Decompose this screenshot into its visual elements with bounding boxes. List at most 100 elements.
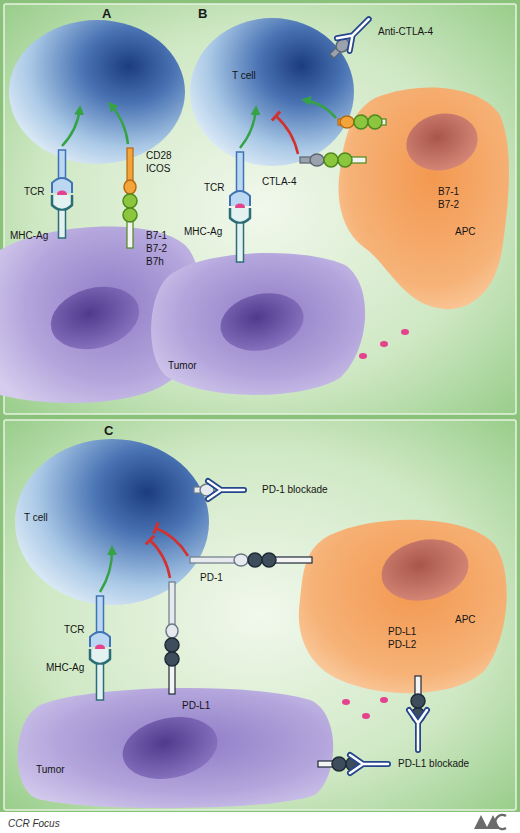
mhc-stem — [237, 223, 244, 262]
pdl1-antibody — [318, 755, 388, 773]
cell-body — [190, 18, 354, 166]
molecule-label: PD-L2 — [388, 639, 416, 651]
mhc-head — [90, 649, 110, 664]
receptor-stem — [190, 557, 238, 563]
ligand-stem — [318, 761, 333, 767]
antibody-core — [409, 710, 427, 750]
antibody-outline — [350, 755, 388, 773]
cell-label: Tumor — [36, 764, 65, 776]
antibody-core — [337, 13, 375, 51]
ligand-domain — [338, 153, 352, 167]
tumor-cell: Tumor — [144, 244, 374, 404]
receptor-head — [234, 554, 248, 566]
cell-shape — [338, 88, 509, 310]
ligand-domain — [165, 638, 179, 652]
molecule-label: PD-L1 — [388, 626, 416, 638]
tumor-cell: Tumor — [10, 682, 340, 812]
molecule-label: B7-1 — [438, 186, 459, 198]
receptor-head — [340, 116, 354, 128]
activation-arrow — [100, 548, 112, 592]
tcr-stem — [59, 150, 66, 180]
t-cell — [9, 20, 185, 164]
cell-shape — [299, 520, 507, 693]
molecule-label: PD-1 blockade — [262, 484, 328, 496]
cell-outline — [188, 16, 356, 168]
ctla4-antibody — [326, 13, 375, 62]
antigen-dot — [342, 699, 350, 705]
inhibition-bar — [146, 536, 154, 545]
molecule-label: B7-2 — [438, 199, 459, 211]
background — [0, 0, 520, 812]
inhibition-arrow — [150, 540, 170, 578]
molecule-label: PD-L1 — [182, 700, 210, 712]
pd1-antibody — [194, 481, 244, 499]
tcr-stem — [237, 152, 244, 193]
panel-letter: C — [104, 423, 113, 438]
ligand-stem — [415, 676, 421, 695]
molecule-label: ICOS — [146, 163, 170, 175]
tcr-mhc-pair — [90, 596, 110, 700]
ligand-stem — [274, 557, 312, 563]
antibody — [208, 481, 244, 499]
antigen-dot — [362, 713, 370, 719]
cell-outline — [10, 682, 340, 812]
molecule-label: MHC-Ag — [10, 230, 48, 242]
molecule-label: B7-2 — [146, 243, 167, 255]
footer-band — [0, 812, 520, 833]
ligand-domain — [411, 694, 425, 708]
inhibition-bar — [272, 112, 280, 121]
molecule-label: MHC-Ag — [184, 226, 222, 238]
cell-shape — [190, 18, 354, 166]
antigen-dot — [380, 341, 388, 347]
logo-mark — [495, 815, 506, 829]
ligand-domain — [248, 553, 262, 567]
antibody — [337, 13, 375, 51]
nucleus — [117, 709, 223, 788]
pd1-pdl1-pair — [190, 553, 312, 567]
antigen-dot — [380, 697, 388, 703]
nucleus — [215, 286, 309, 358]
ligand-domain — [123, 194, 137, 208]
ligand-domain — [332, 757, 346, 771]
ligand-stem — [127, 220, 133, 248]
receptor-stem — [127, 148, 133, 184]
antibody-outline — [208, 481, 244, 499]
molecule-label: CTLA-4 — [262, 176, 296, 188]
nucleus — [376, 532, 475, 609]
molecule-label: Anti-CTLA-4 — [378, 26, 433, 38]
antibody — [409, 710, 427, 750]
molecule-label: MHC-Ag — [46, 662, 84, 674]
receptor-head — [124, 180, 136, 194]
mhc-stem — [97, 664, 104, 700]
cell-body — [151, 253, 365, 395]
tcr-mhc-pair — [52, 150, 72, 238]
antibody-core — [208, 481, 244, 499]
activation-arrow — [62, 108, 80, 146]
inhibition-arrow — [276, 116, 298, 154]
ligand-domain — [354, 115, 368, 129]
inhibition-arrow — [156, 528, 188, 556]
tcr-stem — [97, 596, 104, 634]
cell-shape — [151, 253, 365, 395]
tcr-mhc-pair — [230, 152, 250, 262]
antibody-outline — [337, 13, 375, 51]
molecule-label: TCR — [204, 182, 225, 194]
ctla4-b7-pair — [300, 153, 366, 167]
apc-cell: APC — [292, 512, 512, 702]
cell-outline — [292, 512, 512, 702]
mhc-head — [52, 195, 72, 210]
ligand-domain — [368, 115, 382, 129]
cell-body — [15, 439, 209, 605]
cell-label: Tumor — [168, 360, 197, 372]
molecule-label: PD-L1 blockade — [398, 758, 469, 770]
nucleus — [44, 277, 146, 358]
t-cell: T cell — [188, 16, 356, 168]
activation-arrow — [304, 100, 336, 118]
activation-arrow — [240, 108, 256, 148]
molecule-label: B7h — [146, 256, 164, 268]
nucleus — [401, 107, 483, 177]
antibody — [350, 755, 388, 773]
cd28-b7-pair — [338, 115, 386, 129]
